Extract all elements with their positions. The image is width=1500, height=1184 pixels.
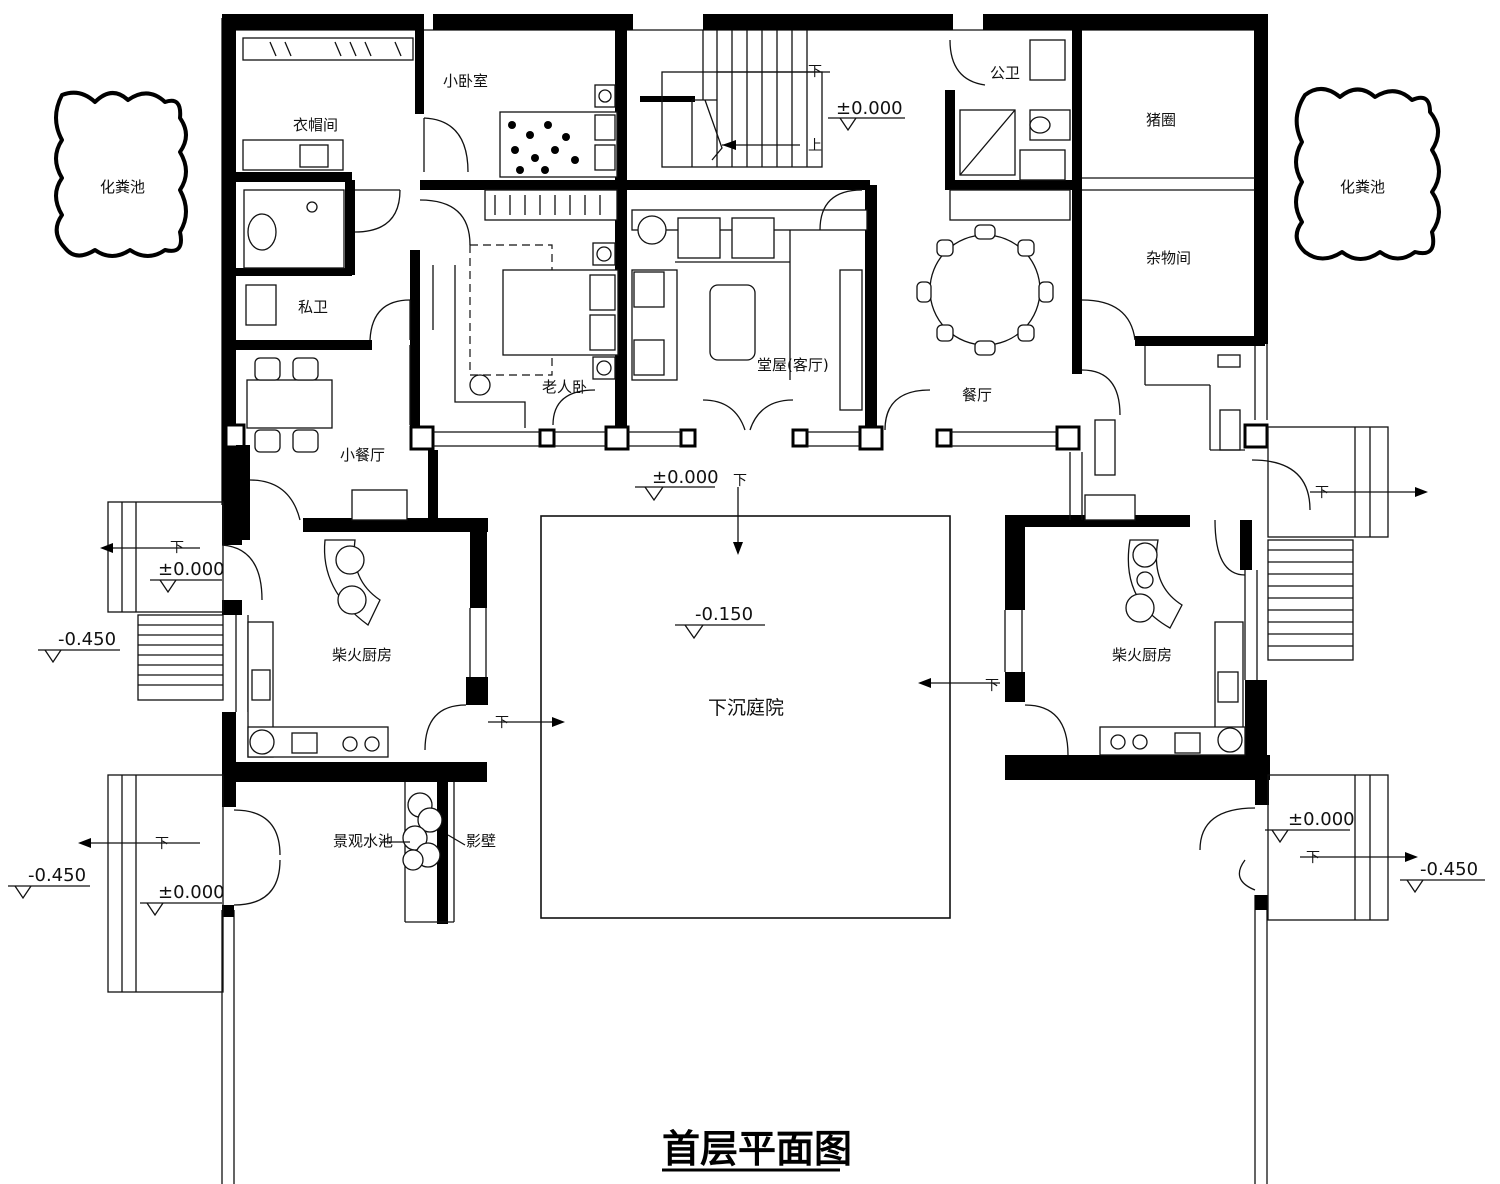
level-bottom-left-outer: -0.450 bbox=[28, 865, 86, 886]
label-dining: 餐厅 bbox=[962, 386, 992, 404]
level-left-outer: -0.450 bbox=[58, 629, 116, 650]
mark-bottom-right-down: 下 bbox=[1306, 850, 1320, 866]
label-elder-bedroom: 老人卧 bbox=[542, 378, 587, 396]
stair-level bbox=[828, 117, 905, 132]
walls bbox=[221, 14, 1270, 1184]
mark-left-down: 下 bbox=[170, 540, 184, 556]
steps bbox=[107, 426, 1389, 993]
label-kitchen-left: 柴火厨房 bbox=[332, 646, 392, 664]
level-bottom-right-entry: ±0.000 bbox=[1288, 809, 1355, 830]
level-bottom-left-entry: ±0.000 bbox=[158, 882, 225, 903]
label-courtyard: 下沉庭院 bbox=[708, 697, 784, 719]
level-court-top: ±0.000 bbox=[652, 467, 719, 488]
level-bottom-right-outer: -0.450 bbox=[1420, 859, 1478, 880]
septic-tank-left bbox=[54, 90, 188, 258]
level-markers bbox=[8, 486, 1485, 917]
label-pond: 景观水池 bbox=[333, 832, 393, 850]
planters bbox=[402, 792, 443, 871]
mark-bottom-left-down: 下 bbox=[155, 836, 169, 852]
mark-stair-down: 下 bbox=[808, 64, 822, 80]
title-text: 首层平面图 bbox=[662, 1127, 852, 1171]
label-small-bedroom: 小卧室 bbox=[443, 72, 488, 90]
label-screen-wall: 影壁 bbox=[466, 832, 496, 850]
staircase bbox=[661, 30, 830, 168]
direction-marks: 下 上 下 下 下 下 下 下 下 bbox=[155, 64, 1329, 866]
level-labels: ±0.000 ±0.000 -0.150 ±0.000 -0.450 -0.45… bbox=[28, 98, 1478, 903]
doors bbox=[221, 39, 1311, 906]
level-left-entry: ±0.000 bbox=[158, 559, 225, 580]
furniture bbox=[242, 37, 1255, 871]
level-stair: ±0.000 bbox=[836, 98, 903, 119]
arrows bbox=[78, 487, 1428, 862]
label-small-dining: 小餐厅 bbox=[340, 446, 385, 464]
label-septic-right: 化粪池 bbox=[1340, 178, 1385, 196]
level-court: -0.150 bbox=[695, 604, 753, 625]
label-septic-left: 化粪池 bbox=[100, 178, 145, 196]
label-private-bath: 私卫 bbox=[298, 298, 328, 316]
bed-pattern bbox=[508, 121, 579, 174]
septic-tank-right bbox=[1294, 87, 1441, 261]
label-pigpen: 猪圈 bbox=[1146, 111, 1176, 129]
mark-kitchen-right-down: 下 bbox=[985, 678, 999, 694]
mark-kitchen-left-down: 下 bbox=[495, 715, 509, 731]
mark-stair-up: 上 bbox=[808, 138, 822, 154]
courtyard-outline bbox=[540, 515, 951, 919]
stair-treads bbox=[716, 30, 808, 167]
label-main-hall: 堂屋(客厅) bbox=[757, 356, 829, 374]
room-labels: 衣帽间 小卧室 私卫 老人卧 堂屋(客厅) 公卫 猪圈 杂物间 餐厅 小餐厅 柴… bbox=[100, 64, 1385, 850]
label-public-bath: 公卫 bbox=[990, 64, 1020, 82]
label-cloakroom: 衣帽间 bbox=[293, 116, 338, 134]
mark-right-down: 下 bbox=[1315, 485, 1329, 501]
mark-court-down: 下 bbox=[733, 473, 747, 489]
plan-title: 首层平面图 bbox=[662, 1127, 852, 1172]
label-kitchen-right: 柴火厨房 bbox=[1112, 646, 1172, 664]
label-storage: 杂物间 bbox=[1146, 249, 1191, 267]
